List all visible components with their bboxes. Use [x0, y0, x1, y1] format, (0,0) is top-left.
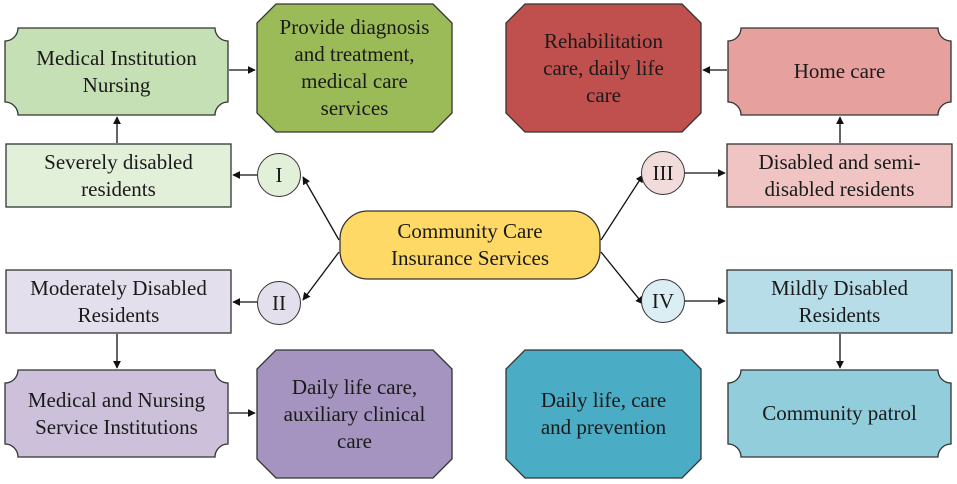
branch-3-group-label: Disabled and semi- disabled residents — [758, 149, 921, 201]
branch-3-service-label: Rehabilitation care, daily life care — [543, 28, 664, 107]
branch-2-group: Moderately Disabled Residents — [5, 269, 232, 334]
branch-2-service-label: Daily life care, auxiliary clinical care — [283, 374, 426, 453]
branch-4-numeral: IV — [651, 288, 675, 313]
branch-2-service: Daily life care, auxiliary clinical care — [256, 349, 453, 479]
branch-1-numeral-circle: I — [257, 153, 301, 197]
branch-2-institution-label: Medical and Nursing Service Institutions — [27, 387, 206, 439]
branch-3-institution-label: Home care — [793, 59, 886, 83]
branch-1-institution-label: Medical Institution Nursing — [36, 45, 197, 97]
branch-2-numeral-circle: II — [257, 281, 301, 325]
branch-1-group: Severely disabled residents — [5, 143, 232, 208]
branch-3-numeral: III — [652, 160, 674, 185]
branch-3-institution: Home care — [727, 27, 952, 116]
branch-2-institution: Medical and Nursing Service Institutions — [4, 369, 229, 458]
branch-3-numeral-circle: III — [641, 151, 685, 195]
center-label: Community Care Insurance Services — [390, 219, 549, 270]
branch-2-numeral: II — [272, 290, 286, 315]
branch-4-service: Daily life, care and prevention — [505, 349, 702, 479]
branch-3-service: Rehabilitation care, daily life care — [505, 3, 702, 133]
arrow-center-to-circle-3 — [600, 174, 644, 241]
branch-4-group-label: Mildly Disabled Residents — [770, 275, 909, 327]
branch-1-service-label: Provide diagnosis and treatment, medical… — [279, 15, 430, 120]
branch-1-institution: Medical Institution Nursing — [4, 27, 229, 116]
branch-4-numeral-circle: IV — [641, 279, 685, 323]
branch-1-group-label: Severely disabled residents — [44, 149, 193, 201]
branch-1-numeral: I — [275, 162, 283, 187]
arrow-center-to-circle-4 — [600, 251, 644, 305]
branch-3-group: Disabled and semi- disabled residents — [726, 143, 953, 208]
branch-4-group: Mildly Disabled Residents — [726, 269, 953, 334]
branch-4-service-label: Daily life, care and prevention — [540, 388, 667, 439]
center-node: Community Care Insurance Services — [339, 210, 601, 280]
branch-4-institution: Community patrol — [727, 369, 952, 458]
arrow-center-to-circle-2 — [302, 251, 340, 301]
branch-1-service: Provide diagnosis and treatment, medical… — [256, 3, 453, 133]
arrow-center-to-circle-1 — [302, 176, 340, 241]
branch-4-institution-label: Community patrol — [762, 401, 917, 425]
branch-2-group-label: Moderately Disabled Residents — [30, 275, 207, 327]
